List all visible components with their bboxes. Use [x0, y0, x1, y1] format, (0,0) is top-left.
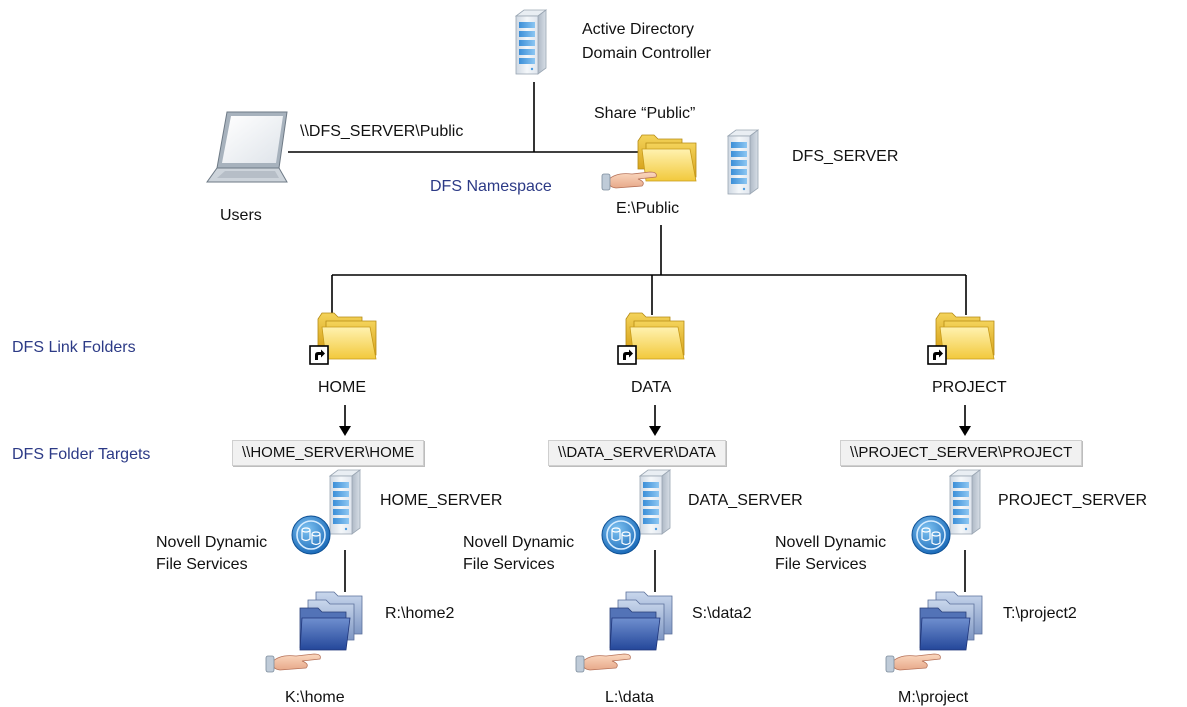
data-service-line1: Novell Dynamic: [463, 534, 575, 551]
home-target-path: \\HOME_SERVER\HOME: [232, 440, 425, 466]
share-label: Share “Public”: [594, 105, 696, 122]
home-volume-folder-icon: [265, 591, 363, 673]
project-server-icon: [911, 469, 981, 555]
project-volume-folder-icon: [885, 591, 983, 673]
data-secondary-path: S:\data2: [692, 605, 752, 622]
project-secondary-path: T:\project2: [1003, 605, 1077, 622]
laptop-icon: [206, 111, 288, 183]
project-primary-path: M:\project: [898, 689, 969, 706]
project-target-path: \\PROJECT_SERVER\PROJECT: [840, 440, 1083, 466]
data-service-line2: File Services: [463, 556, 555, 573]
home-link-label: HOME: [318, 379, 366, 396]
ad-label-line2: Domain Controller: [582, 45, 711, 62]
dfs-server-label: DFS_SERVER: [792, 148, 899, 165]
data-volume-folder-icon: [575, 591, 673, 673]
ad-label-line1: Active Directory: [582, 21, 695, 38]
data-link-label: DATA: [631, 379, 672, 396]
project-service-line1: Novell Dynamic: [775, 534, 887, 551]
data-server-label: DATA_SERVER: [688, 492, 803, 509]
project-server-label: PROJECT_SERVER: [998, 492, 1148, 509]
data-link-folder-icon: [617, 312, 685, 365]
unc-path-label: \\DFS_SERVER\Public: [300, 123, 464, 140]
connector-lines: [288, 82, 967, 592]
data-primary-path: L:\data: [605, 689, 654, 706]
home-server-icon: [291, 469, 361, 555]
data-server-icon: [601, 469, 671, 555]
home-secondary-path: R:\home2: [385, 605, 455, 622]
dfs-folder-targets-label: DFS Folder Targets: [12, 446, 151, 463]
home-link-folder-icon: [309, 312, 377, 365]
share-folder-icon: [601, 134, 697, 191]
arrows: [339, 405, 971, 436]
dfs-server-icon: [727, 129, 759, 195]
dfs-namespace-label: DFS Namespace: [430, 178, 552, 195]
project-link-label: PROJECT: [932, 379, 1007, 396]
project-service-line2: File Services: [775, 556, 867, 573]
home-service-line1: Novell Dynamic: [156, 534, 268, 551]
project-link-folder-icon: [927, 312, 995, 365]
ad-server-icon: [515, 9, 547, 75]
dfs-link-folders-label: DFS Link Folders: [12, 339, 136, 356]
data-target-path: \\DATA_SERVER\DATA: [548, 440, 726, 466]
home-service-line2: File Services: [156, 556, 248, 573]
home-server-label: HOME_SERVER: [380, 492, 503, 509]
namespace-path-label: E:\Public: [616, 200, 680, 217]
users-label: Users: [220, 207, 262, 224]
home-primary-path: K:\home: [285, 689, 345, 706]
